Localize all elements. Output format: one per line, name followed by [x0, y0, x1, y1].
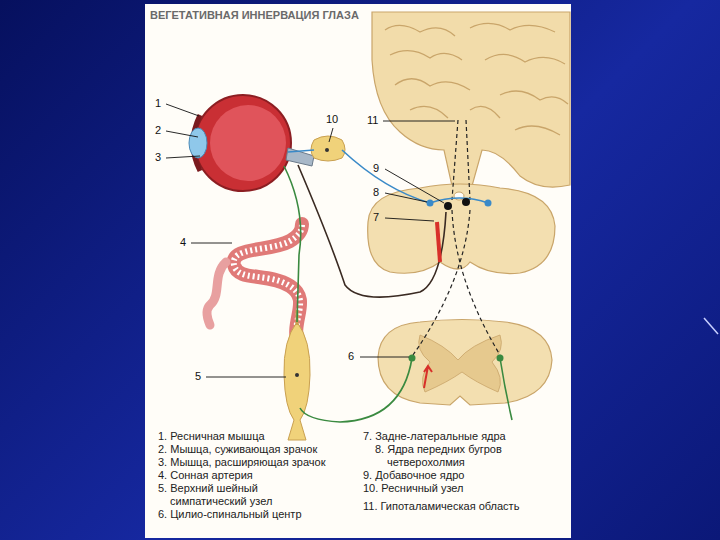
leader-lines: [166, 104, 455, 377]
brain: [372, 12, 570, 187]
legend-entry: 10. Ресничный узел: [363, 482, 567, 495]
callout-number: 3: [155, 151, 161, 164]
carotid-artery: [234, 224, 302, 345]
callout-number: 2: [155, 124, 161, 137]
brain-gyri: [385, 23, 568, 135]
title: ВЕГЕТАТИВНАЯ ИННЕРВАЦИЯ ГЛАЗА: [150, 9, 359, 22]
legend-entry: 3. Мышца, расширяющая зрачок: [158, 456, 375, 469]
red-arrow: [424, 366, 432, 388]
nerve-pathways: [284, 150, 512, 422]
legend-entry: 2. Мышца, суживающая зрачок: [158, 443, 375, 456]
legend-entry: 11. Гипоталамическая область: [363, 500, 567, 513]
eyeball: [195, 95, 291, 191]
ciliary-ganglion: [311, 136, 345, 161]
midbrain-section: [368, 184, 555, 274]
hypothalamic-pathway: [413, 120, 500, 355]
ganglion-cell: [325, 148, 329, 152]
callout-number: 1: [155, 97, 161, 110]
callout-number: 5: [195, 370, 201, 383]
callout-number: 6: [348, 350, 354, 363]
grey-matter: [419, 335, 502, 392]
callout-number: 11: [367, 114, 378, 127]
eye-interior: [210, 105, 286, 181]
legend-entry: 9. Добавочное ядро: [363, 469, 567, 482]
external-carotid: [207, 262, 226, 325]
panel: [145, 4, 571, 538]
spinal-cord-section: [378, 320, 552, 406]
callout-number: 9: [373, 162, 379, 175]
callout-number: 10: [326, 113, 338, 126]
sympathetic-plexus: [234, 224, 302, 345]
posterolateral-nucleus: [437, 222, 440, 262]
ganglion-cell: [295, 373, 299, 377]
legend-entry: 5. Верхний шейный симпатический узел: [158, 482, 320, 508]
legend-entry: 6. Цилио-спинальный центр: [158, 508, 375, 521]
cornea-lens: [189, 128, 207, 158]
callout-number: 4: [180, 236, 186, 249]
nuclei: [409, 198, 504, 362]
legend-entry: 8. Ядра передних бугров четверохолмия: [375, 443, 537, 469]
slide-decor: [704, 318, 718, 334]
callout-number: 8: [373, 186, 379, 199]
legend-entry: 7. Задне-латеральные ядра: [363, 430, 567, 443]
callout-number: 7: [373, 211, 379, 224]
legend-entry: 1. Ресничная мышца: [158, 430, 375, 443]
optic-nerve: [286, 148, 314, 166]
sympathetic-ganglion: [284, 322, 310, 440]
legend-entry: 4. Сонная артерия: [158, 469, 375, 482]
